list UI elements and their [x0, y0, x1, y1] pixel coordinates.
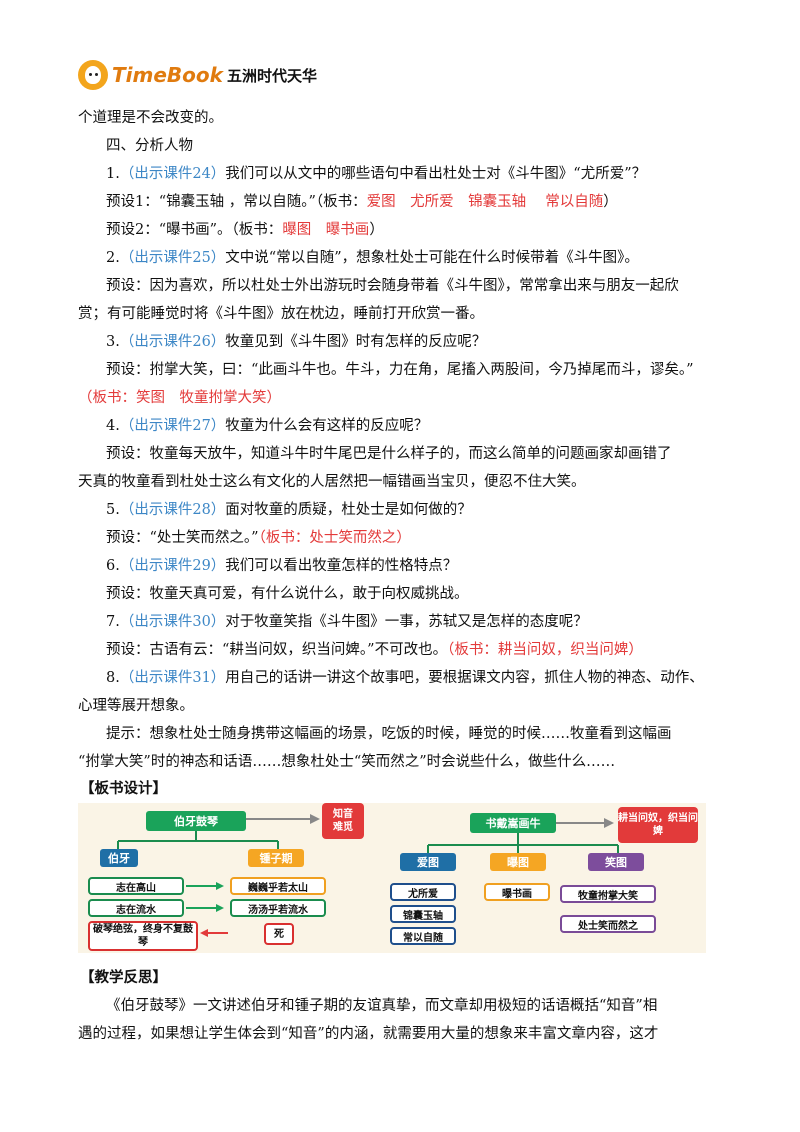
preset-2: 预设2：“曝书画”。（板书：曝图 曝书画）: [106, 222, 384, 238]
courseware-link[interactable]: （出示课件29）: [119, 558, 226, 574]
question-2: 2.（出示课件25）文中说“常以自随”，想象杜处士可能在什么时候带着《斗牛图》。: [106, 250, 639, 266]
paragraph-line: 心理等展开想象。: [78, 698, 194, 714]
category-aitu: 爱图: [400, 853, 456, 871]
logo-chinese-text: 五洲时代天华: [226, 66, 317, 85]
board-note: （板书：处士笑而然之）: [258, 530, 411, 546]
board-note: 爱图 尤所爱 锦囊玉轴 常以自随: [366, 194, 604, 210]
aitu-item-3: 常以自随: [390, 927, 456, 945]
timebook-logo: TimeBook 五洲时代天华: [78, 60, 317, 90]
courseware-link[interactable]: （出示课件24）: [119, 166, 226, 182]
board-note: （板书：笑图 牧童拊掌大笑）: [78, 390, 281, 406]
paragraph-line: 天真的牧童看到杜处士这么有文化的人居然把一幅错画当宝贝，便忍不住大笑。: [78, 474, 586, 490]
section-heading: 四、分析人物: [106, 138, 193, 154]
paragraph-line: 个道理是不会改变的。: [78, 110, 223, 126]
zhongziqi-line-1: 巍巍乎若太山: [230, 877, 326, 895]
boya-line-1: 志在高山: [88, 877, 184, 895]
xiaotu-item-1: 牧童拊掌大笑: [560, 885, 656, 903]
paragraph-line: 赏；有可能睡觉时将《斗牛图》放在枕边，睡前打开欣赏一番。: [78, 306, 484, 322]
courseware-link[interactable]: （出示课件27）: [119, 418, 226, 434]
courseware-link[interactable]: （出示课件31）: [119, 670, 226, 686]
question-8: 8.（出示课件31）用自己的话讲一讲这个故事吧，要根据课文内容，抓住人物的神态、…: [106, 670, 704, 686]
character-boya: 伯牙: [100, 849, 138, 867]
boya-line-3: 破琴绝弦，终身不复鼓琴: [88, 921, 198, 951]
courseware-link[interactable]: （出示课件26）: [119, 334, 226, 350]
board-design-heading: 【板书设计】: [80, 780, 167, 797]
logo-text: TimeBook: [112, 63, 223, 87]
courseware-link[interactable]: （出示课件30）: [119, 614, 226, 630]
zhongziqi-death: 死: [264, 923, 294, 945]
paragraph-line: “拊掌大笑”时的神态和话语……想象杜处士“笑而然之”时会说些什么，做些什么……: [78, 754, 616, 770]
category-putu: 曝图: [490, 853, 546, 871]
paragraph-line: 预设：因为喜欢，所以杜处士外出游玩时会随身带着《斗牛图》，常常拿出来与朋友一起欣: [106, 278, 679, 294]
zhongziqi-line-2: 汤汤乎若流水: [230, 899, 326, 917]
board-note: 曝图 曝书画: [282, 222, 370, 238]
paragraph-line: 遇的过程，如果想让学生体会到“知音”的内涵，就需要用大量的想象来丰富文章内容，这…: [78, 1026, 659, 1042]
question-4: 4.（出示课件27）牧童为什么会有这样的反应呢？: [106, 418, 429, 434]
question-5: 5.（出示课件28）面对牧童的质疑，杜处士是如何做的？: [106, 502, 472, 518]
courseware-link[interactable]: （出示课件25）: [119, 250, 226, 266]
aitu-item-1: 尤所爱: [390, 883, 456, 901]
question-6: 6.（出示课件29）我们可以看出牧童怎样的性格特点？: [106, 558, 458, 574]
board-design-diagram: 伯牙鼓琴 知音 难觅 伯牙 锺子期 志在高山 志在流水 破琴绝弦，终身不复鼓琴 …: [78, 803, 706, 953]
question-3: 3.（出示课件26）牧童见到《斗牛图》时有怎样的反应呢？: [106, 334, 487, 350]
question-1: 1.（出示课件24）我们可以从文中的哪些语句中看出杜处士对《斗牛图》“尤所爱”？: [106, 166, 647, 182]
courseware-link[interactable]: （出示课件28）: [119, 502, 226, 518]
conclusion-gengdang: 耕当问奴，织当问婢: [618, 807, 698, 843]
paragraph-line: 预设：牧童每天放牛，知道斗牛时牛尾巴是什么样子的，而这么简单的问题画家却画错了: [106, 446, 672, 462]
question-7: 7.（出示课件30）对于牧童笑指《斗牛图》一事，苏轼又是怎样的态度呢？: [106, 614, 588, 630]
putu-item-1: 曝书画: [484, 883, 550, 901]
paragraph-line: 预设：牧童天真可爱，有什么说什么，敢于向权威挑战。: [106, 586, 469, 602]
conclusion-zhiyin: 知音 难觅: [322, 803, 364, 839]
boya-line-2: 志在流水: [88, 899, 184, 917]
paragraph-line: 预设：拊掌大笑，曰：“此画斗牛也。牛斗，力在角，尾搐入两股间，今乃掉尾而斗，谬矣…: [106, 362, 694, 378]
cow-mascot-icon: [78, 60, 108, 90]
preset-5: 预设：“处士笑而然之。”（板书：处士笑而然之）: [106, 530, 411, 546]
paragraph-line: 《伯牙鼓琴》一文讲述伯牙和锺子期的友谊真挚，而文章却用极短的话语概括“知音”相: [106, 998, 658, 1014]
story-title-boya: 伯牙鼓琴: [146, 811, 246, 831]
board-note: （板书：耕当问奴，织当问婢）: [447, 642, 643, 658]
paragraph-line: 提示：想象杜处士随身携带这幅画的场景，吃饭的时候，睡觉的时候……牧童看到这幅画: [106, 726, 672, 742]
teaching-reflection-heading: 【教学反思】: [80, 969, 167, 986]
character-zhongziqi: 锺子期: [248, 849, 304, 867]
aitu-item-2: 锦囊玉轴: [390, 905, 456, 923]
diagram-connectors: [117, 814, 619, 937]
story-title-daisong: 书戴嵩画牛: [470, 813, 556, 833]
preset-1: 预设1：“锦囊玉轴 ，常以自随。”（板书：爱图 尤所爱 锦囊玉轴 常以自随）: [106, 194, 618, 210]
preset-7: 预设：古语有云：“耕当问奴，织当问婢。”不可改也。（板书：耕当问奴，织当问婢）: [106, 642, 643, 658]
xiaotu-item-2: 处士笑而然之: [560, 915, 656, 933]
category-xiaotu: 笑图: [588, 853, 644, 871]
